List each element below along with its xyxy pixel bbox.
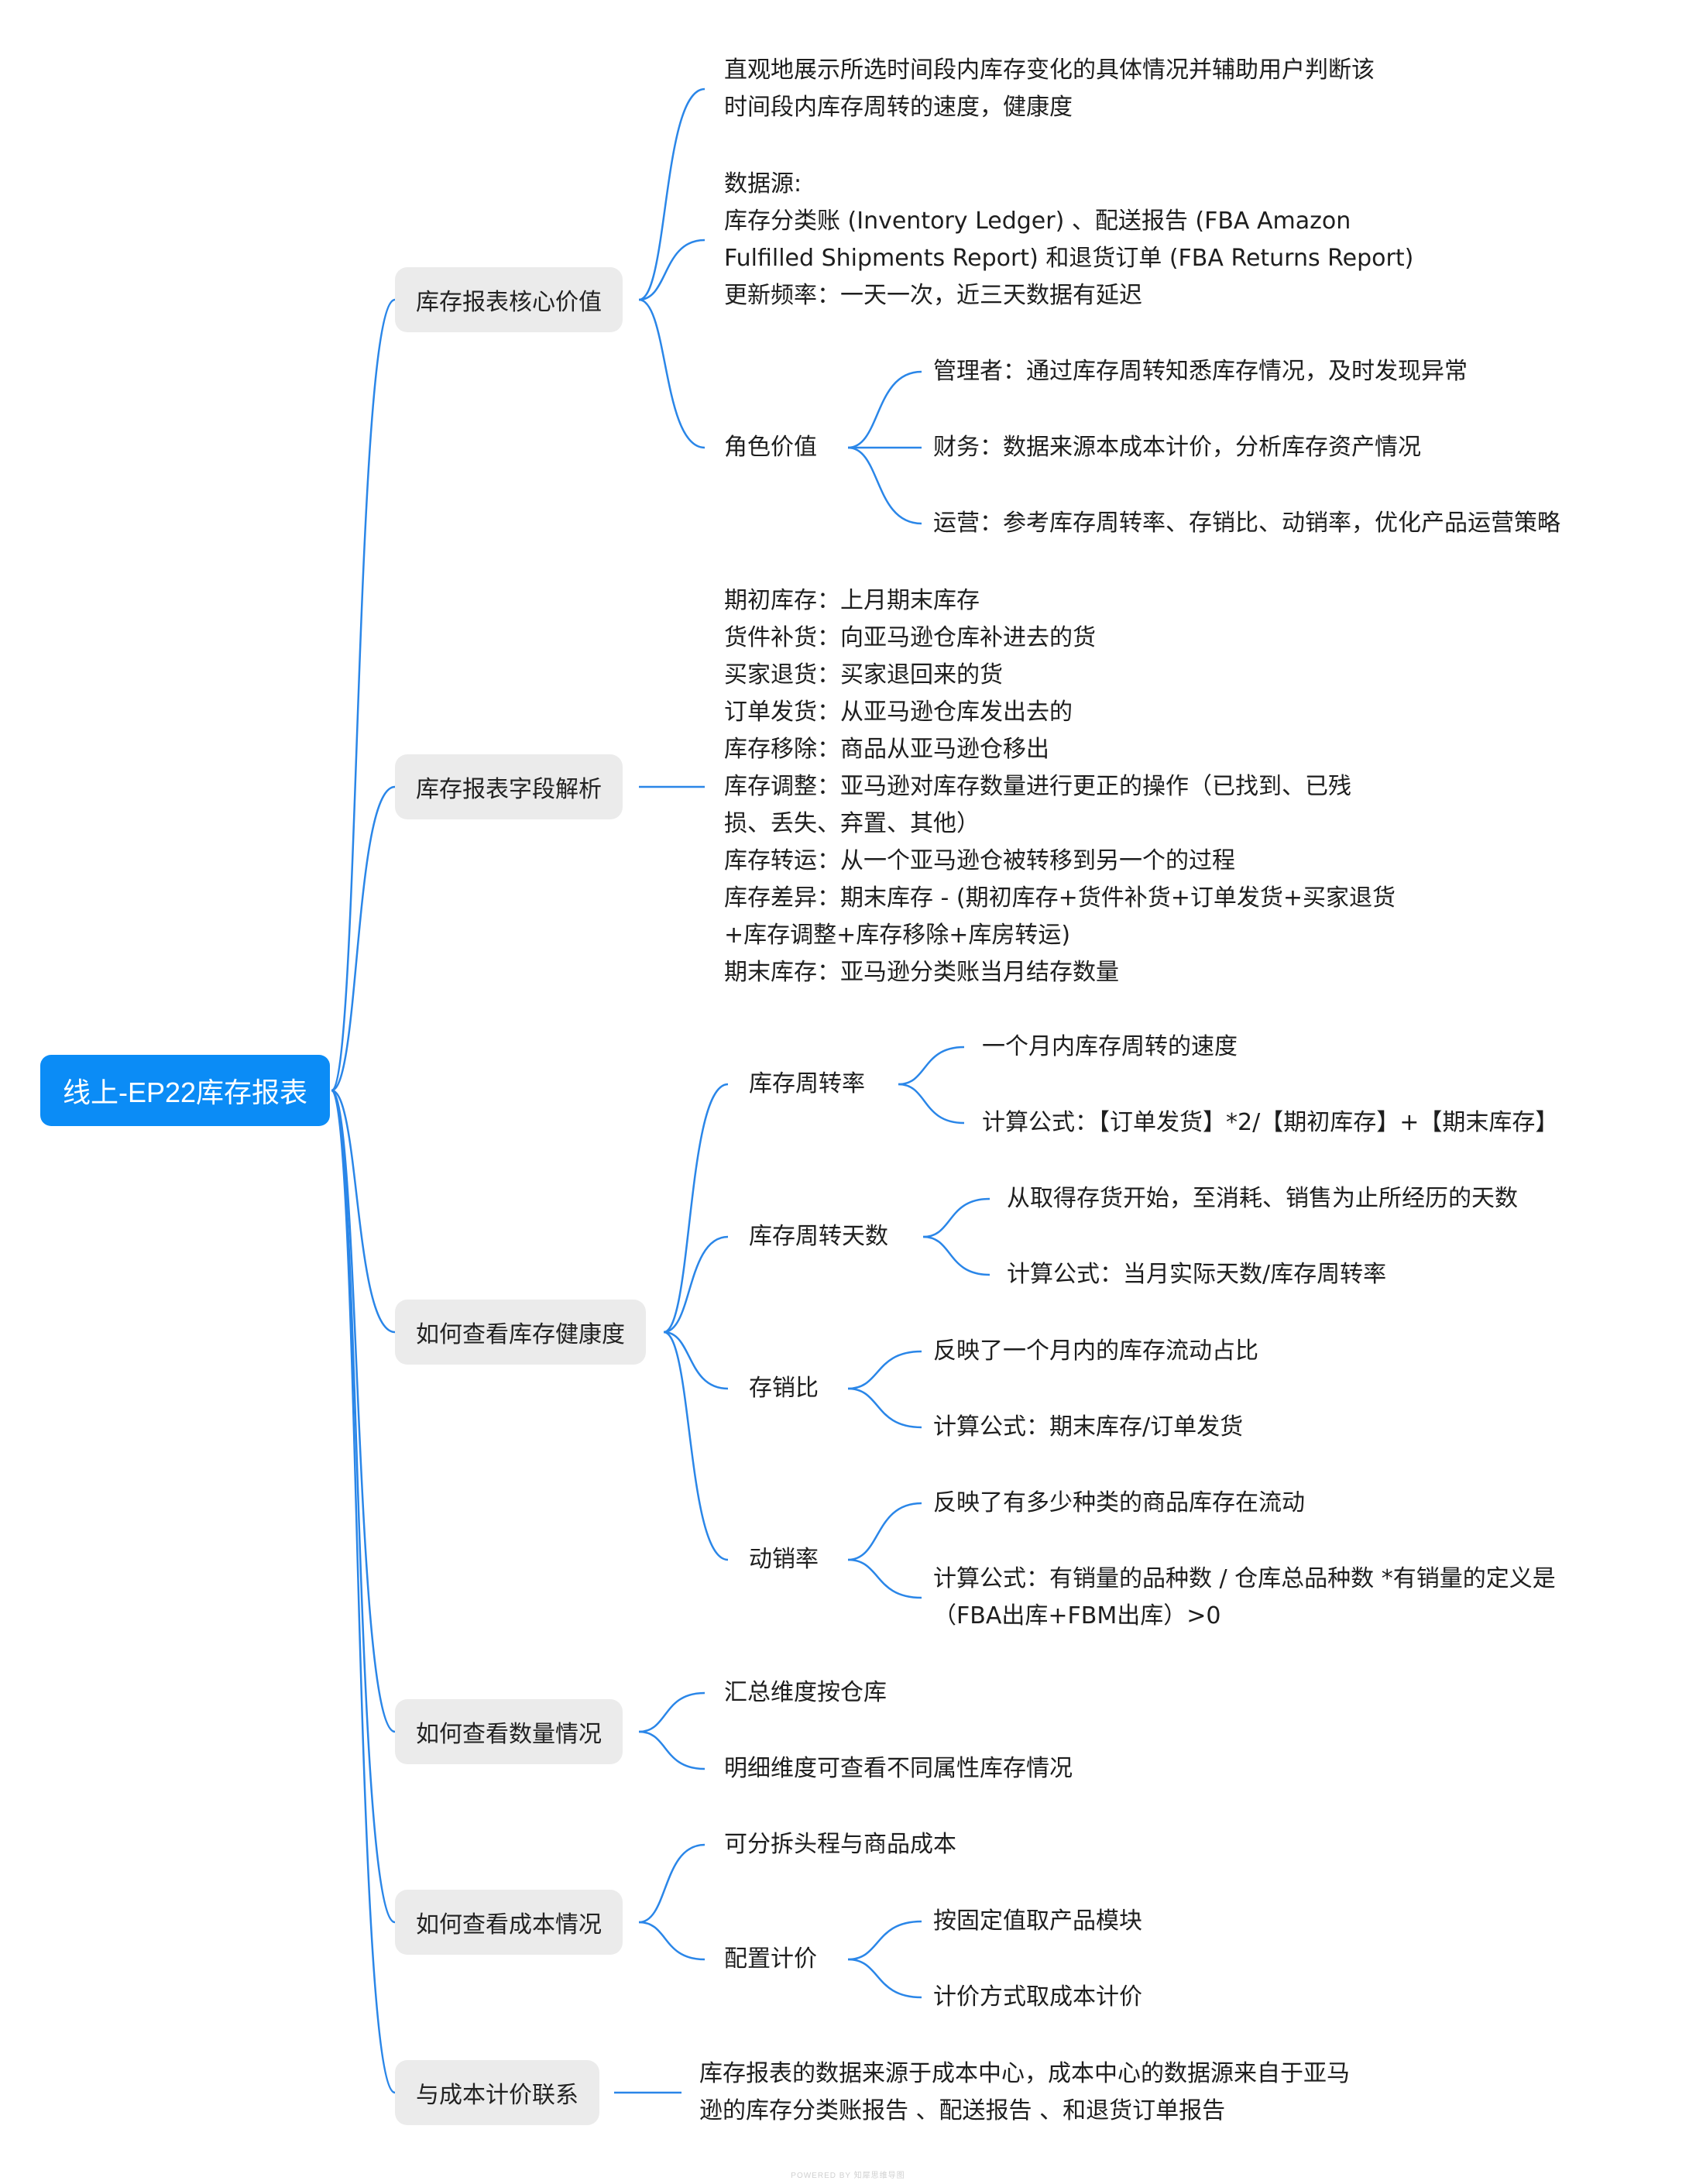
topic-cost[interactable]: 如何查看成本情况 [395, 1890, 623, 1955]
cost-split: 可分拆头程与商品成本 [724, 1831, 956, 1858]
costing-link-text: 库存报表的数据来源于成本中心，成本中心的数据源来自于亚马 逊的库存分类账报告 、… [699, 2060, 1350, 2124]
sell-through-formula: 计算公式：有销量的品种数 / 仓库总品种数 *有销量的定义是 （FBA出库+FB… [933, 1565, 1556, 1629]
edge-cost-1 [638, 1921, 706, 1961]
edge-root-2 [331, 1089, 396, 1334]
cost-config-label[interactable]: 配置计价 [724, 1945, 817, 1973]
core-value-description: 直观地展示所选时间段内库存变化的具体情况并辅助用户判断该 时间段内库存周转的速度… [724, 57, 1375, 121]
quantity-summary: 汇总维度按仓库 [724, 1679, 887, 1706]
edge-cost-config-0 [847, 1920, 922, 1961]
topic-field-analysis[interactable]: 库存报表字段解析 [395, 754, 623, 819]
topic-core-value[interactable]: 库存报表核心价值 [395, 267, 623, 332]
edge-turnover-days-0 [922, 1197, 990, 1238]
edge-sell-through-0 [847, 1502, 922, 1561]
edge-turnover-rate-0 [898, 1046, 965, 1086]
edge-health-1 [663, 1235, 729, 1334]
edge-cost-0 [638, 1843, 706, 1924]
root-node[interactable]: 线上-EP22库存报表 [40, 1055, 330, 1126]
edge-roles-2 [847, 446, 922, 525]
edge-stock-sales-0 [847, 1350, 922, 1390]
edge-quantity-0 [638, 1691, 706, 1733]
data-source-info: 数据源: 库存分类账 (Inventory Ledger) 、配送报告 (FBA… [724, 170, 1414, 309]
edge-core-2 [638, 298, 706, 449]
turnover-days-label[interactable]: 库存周转天数 [749, 1223, 888, 1250]
edge-health-2 [663, 1331, 729, 1390]
turnover-rate-label[interactable]: 库存周转率 [749, 1070, 865, 1097]
quantity-detail: 明细维度可查看不同属性库存情况 [724, 1755, 1073, 1782]
topic-quantity[interactable]: 如何查看数量情况 [395, 1699, 623, 1764]
stock-sales-ratio-formula: 计算公式：期末库存/订单发货 [933, 1413, 1244, 1441]
role-value-label[interactable]: 角色价值 [724, 434, 817, 461]
edge-roles-0 [847, 370, 922, 449]
turnover-rate-formula: 计算公式：【订单发货】*2/【期初库存】+【期末库存】 [982, 1109, 1559, 1136]
role-finance: 财务：数据来源本成本计价，分析库存资产情况 [933, 434, 1421, 461]
edge-turnover-days-1 [922, 1235, 990, 1276]
edge-turnover-rate-1 [898, 1083, 965, 1125]
role-manager: 管理者：通过库存周转知悉库存情况，及时发现异常 [933, 358, 1468, 385]
topic-inventory-health[interactable]: 如何查看库存健康度 [395, 1300, 646, 1365]
turnover-days-formula: 计算公式：当月实际天数/库存周转率 [1007, 1261, 1387, 1288]
cost-config-method: 计价方式取成本计价 [933, 1983, 1142, 2011]
edge-root-0 [330, 298, 396, 1092]
edge-sell-through-1 [847, 1558, 922, 1599]
edge-health-0 [663, 1083, 729, 1334]
stock-sales-ratio-desc: 反映了一个月内的库存流动占比 [933, 1338, 1258, 1365]
edge-cost-config-1 [847, 1958, 922, 1999]
edge-core-1 [638, 239, 706, 301]
role-operations: 运营：参考库存周转率、存销比、动销率，优化产品运营策略 [933, 510, 1560, 537]
edge-root-5 [330, 1089, 396, 2094]
edge-quantity-1 [638, 1730, 706, 1770]
sell-through-desc: 反映了有多少种类的商品库存在流动 [933, 1489, 1305, 1516]
turnover-rate-desc: 一个月内库存周转的速度 [982, 1033, 1238, 1060]
watermark-footer: POWERED BY 知犀思维导图 [791, 2172, 905, 2180]
turnover-days-desc: 从取得存货开始，至消耗、销售为止所经历的天数 [1007, 1185, 1518, 1212]
edge-core-0 [638, 88, 706, 301]
stock-sales-ratio-label[interactable]: 存销比 [749, 1375, 819, 1402]
edge-stock-sales-1 [847, 1387, 922, 1429]
field-definitions: 期初库存：上月期末库存 货件补货：向亚马逊仓库补进去的货 买家退货：买家退回来的… [724, 587, 1396, 986]
edge-root-3 [331, 1089, 396, 1733]
cost-config-fixed: 按固定值取产品模块 [933, 1908, 1142, 1935]
edge-health-3 [663, 1331, 729, 1561]
topic-costing-link[interactable]: 与成本计价联系 [395, 2060, 599, 2125]
sell-through-label[interactable]: 动销率 [749, 1546, 819, 1573]
edge-root-1 [331, 785, 396, 1092]
